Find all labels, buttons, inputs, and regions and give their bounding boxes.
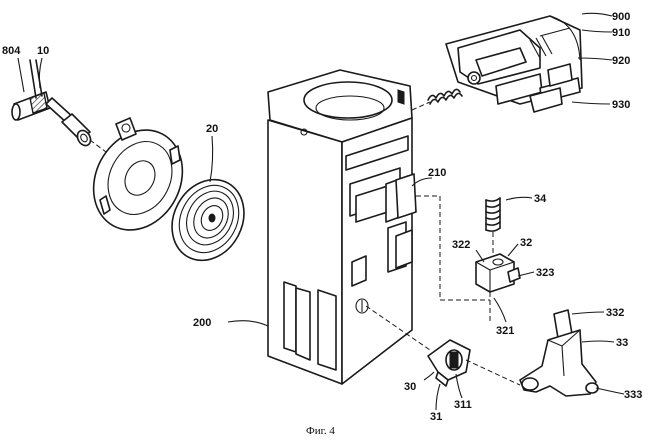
figure-caption: Фиг. 4: [306, 425, 335, 437]
shaft-part-804: [11, 91, 131, 171]
label-34: 34: [534, 193, 547, 205]
label-333: 333: [624, 389, 642, 401]
small-spring: [411, 88, 463, 111]
label-322: 322: [452, 239, 470, 251]
label-10: 10: [37, 45, 49, 57]
spiral-spring-part-20: [171, 178, 245, 262]
block-part-32: [475, 253, 521, 322]
label-20: 20: [206, 123, 218, 135]
label-30: 30: [404, 381, 416, 393]
leader-lines: [17, 12, 625, 411]
label-930: 930: [612, 99, 630, 111]
label-920: 920: [612, 55, 630, 67]
label-33: 33: [616, 337, 628, 349]
label-32: 32: [520, 237, 532, 249]
label-200: 200: [193, 317, 211, 329]
label-804: 804: [2, 45, 21, 57]
label-910: 910: [612, 27, 630, 39]
lever-part-33: [519, 309, 599, 397]
label-321: 321: [496, 325, 514, 337]
cap-part-900: [445, 15, 583, 113]
main-body-part-200: [267, 69, 413, 385]
spring-part-34: [485, 197, 501, 254]
label-332: 332: [606, 307, 624, 319]
ring-housing: [92, 117, 184, 231]
label-210: 210: [428, 167, 446, 179]
label-31: 31: [430, 411, 442, 423]
block-part-210: [395, 173, 490, 301]
label-323: 323: [536, 267, 554, 279]
label-900: 900: [612, 11, 630, 23]
pawl-part-30: [365, 305, 521, 387]
part-labels: 804 10 20 200 210 900 910 920 930 34 322…: [2, 11, 642, 423]
label-311: 311: [454, 399, 472, 411]
